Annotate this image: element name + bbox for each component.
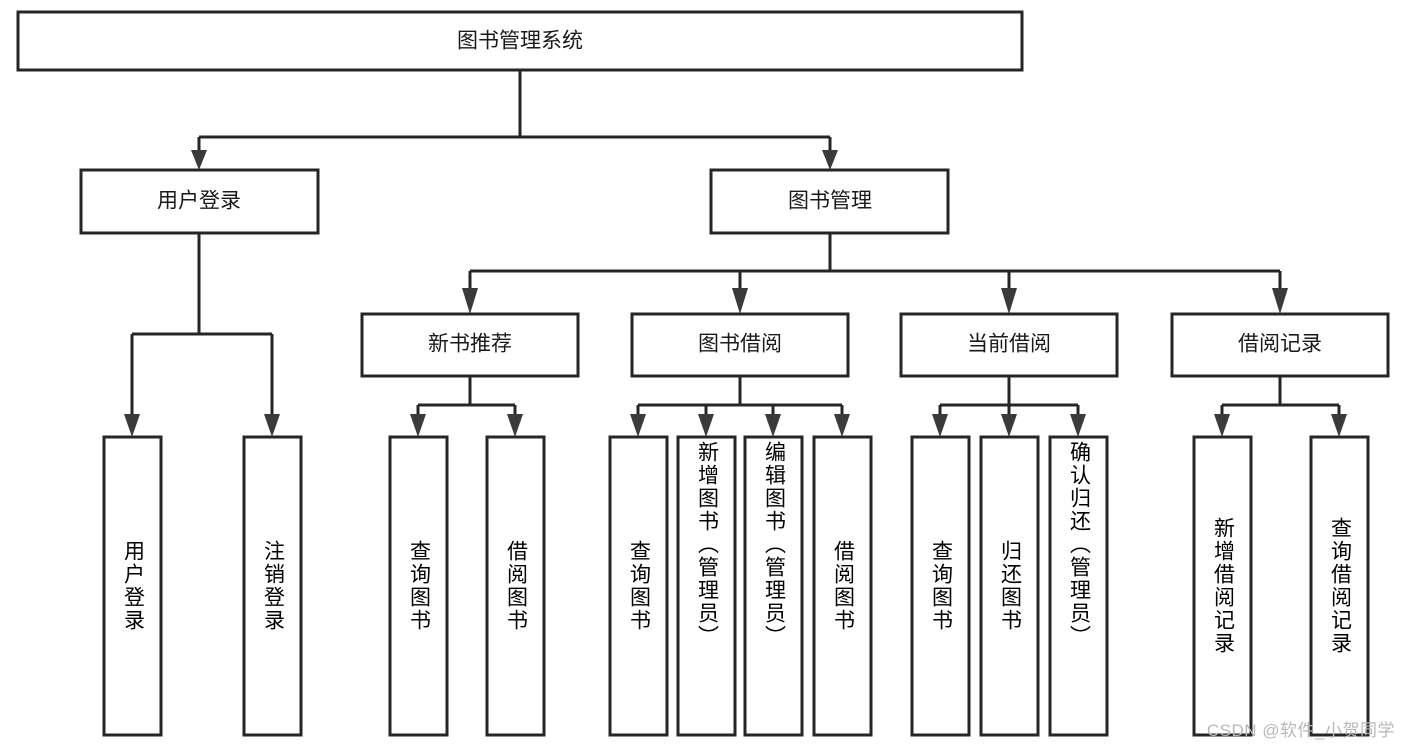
node-leaf-nb-borrow-box[interactable] — [485, 435, 546, 737]
node-root-label: 图书管理系统 — [457, 30, 583, 53]
node-user-login-box[interactable] — [79, 168, 320, 235]
node-leaf-user-login-box[interactable] — [102, 435, 163, 737]
arrow-head-record — [1272, 288, 1288, 314]
node-book-manage[interactable]: 图书管理 — [709, 168, 950, 235]
node-book-manage-box[interactable] — [709, 168, 950, 235]
node-borrow[interactable]: 图书借阅 — [630, 312, 850, 378]
node-leaf-cb-confirm-box[interactable] — [1048, 435, 1109, 737]
node-current-borrow-box[interactable] — [899, 312, 1119, 378]
arrow-head-cb-return — [1001, 414, 1017, 437]
node-leaf-cb-query-box[interactable] — [910, 435, 971, 737]
node-new-book[interactable]: 新书推荐 — [360, 312, 580, 378]
node-user-login[interactable]: 用户登录 — [79, 168, 320, 235]
node-current-borrow-label: 当前借阅 — [967, 333, 1051, 356]
arrow-head-leaf-user-logout — [264, 414, 280, 437]
node-borrow-record-label: 借阅记录 — [1238, 333, 1322, 356]
connector-group-book-manage — [462, 233, 1288, 314]
node-leaf-cb-return-box[interactable] — [979, 435, 1040, 737]
node-borrow-record-box[interactable] — [1170, 312, 1390, 378]
node-leaf-bb-add-box[interactable] — [676, 435, 737, 737]
node-leaf-rec-query-box[interactable] — [1309, 435, 1370, 737]
arrow-head-current — [1001, 288, 1017, 314]
node-current-borrow[interactable]: 当前借阅 — [899, 312, 1119, 378]
node-leaf-nb-query-box[interactable] — [388, 435, 449, 737]
arrow-head-bb-edit — [765, 414, 781, 437]
node-new-book-box[interactable] — [360, 312, 580, 378]
connector-group-borrow — [630, 376, 850, 437]
arrow-head-nb-borrow — [507, 414, 523, 437]
arrow-head-cb-query — [932, 414, 948, 437]
node-user-login-label: 用户登录 — [157, 190, 241, 213]
node-book-manage-label: 图书管理 — [788, 190, 872, 213]
node-borrow-box[interactable] — [630, 312, 850, 378]
arrow-head-bb-query — [630, 414, 646, 437]
arrow-head-book-manage — [822, 150, 838, 170]
connector-group-record — [1214, 376, 1347, 437]
arrow-head-rec-add — [1214, 414, 1230, 437]
node-root[interactable]: 图书管理系统 — [16, 10, 1024, 72]
node-leaf-bb-borrow-box[interactable] — [812, 435, 873, 737]
arrow-head-cb-confirm — [1070, 414, 1086, 437]
arrow-head-borrow — [732, 288, 748, 314]
node-leaf-rec-add-box[interactable] — [1192, 435, 1253, 737]
connector-group-user-login — [124, 233, 280, 437]
arrow-head-nb-query — [410, 414, 426, 437]
node-new-book-label: 新书推荐 — [428, 333, 512, 356]
node-leaf-user-logout-box[interactable] — [242, 435, 303, 737]
node-root-box[interactable] — [16, 10, 1024, 72]
arrow-head-bb-add — [698, 414, 714, 437]
node-leaf-bb-query-box[interactable] — [608, 435, 669, 737]
connector-group-current — [932, 376, 1086, 437]
connector-group-new-book — [410, 376, 523, 437]
arrow-head-bb-borrow — [834, 414, 850, 437]
arrow-head-rec-query — [1331, 414, 1347, 437]
node-leaf-bb-edit-box[interactable] — [743, 435, 804, 737]
node-borrow-label: 图书借阅 — [698, 333, 782, 356]
node-borrow-record[interactable]: 借阅记录 — [1170, 312, 1390, 378]
arrow-head-new-book — [462, 288, 478, 314]
connector-group-root — [191, 70, 838, 170]
arrow-head-user-login — [191, 150, 207, 170]
arrow-head-leaf-user-login — [124, 414, 140, 437]
